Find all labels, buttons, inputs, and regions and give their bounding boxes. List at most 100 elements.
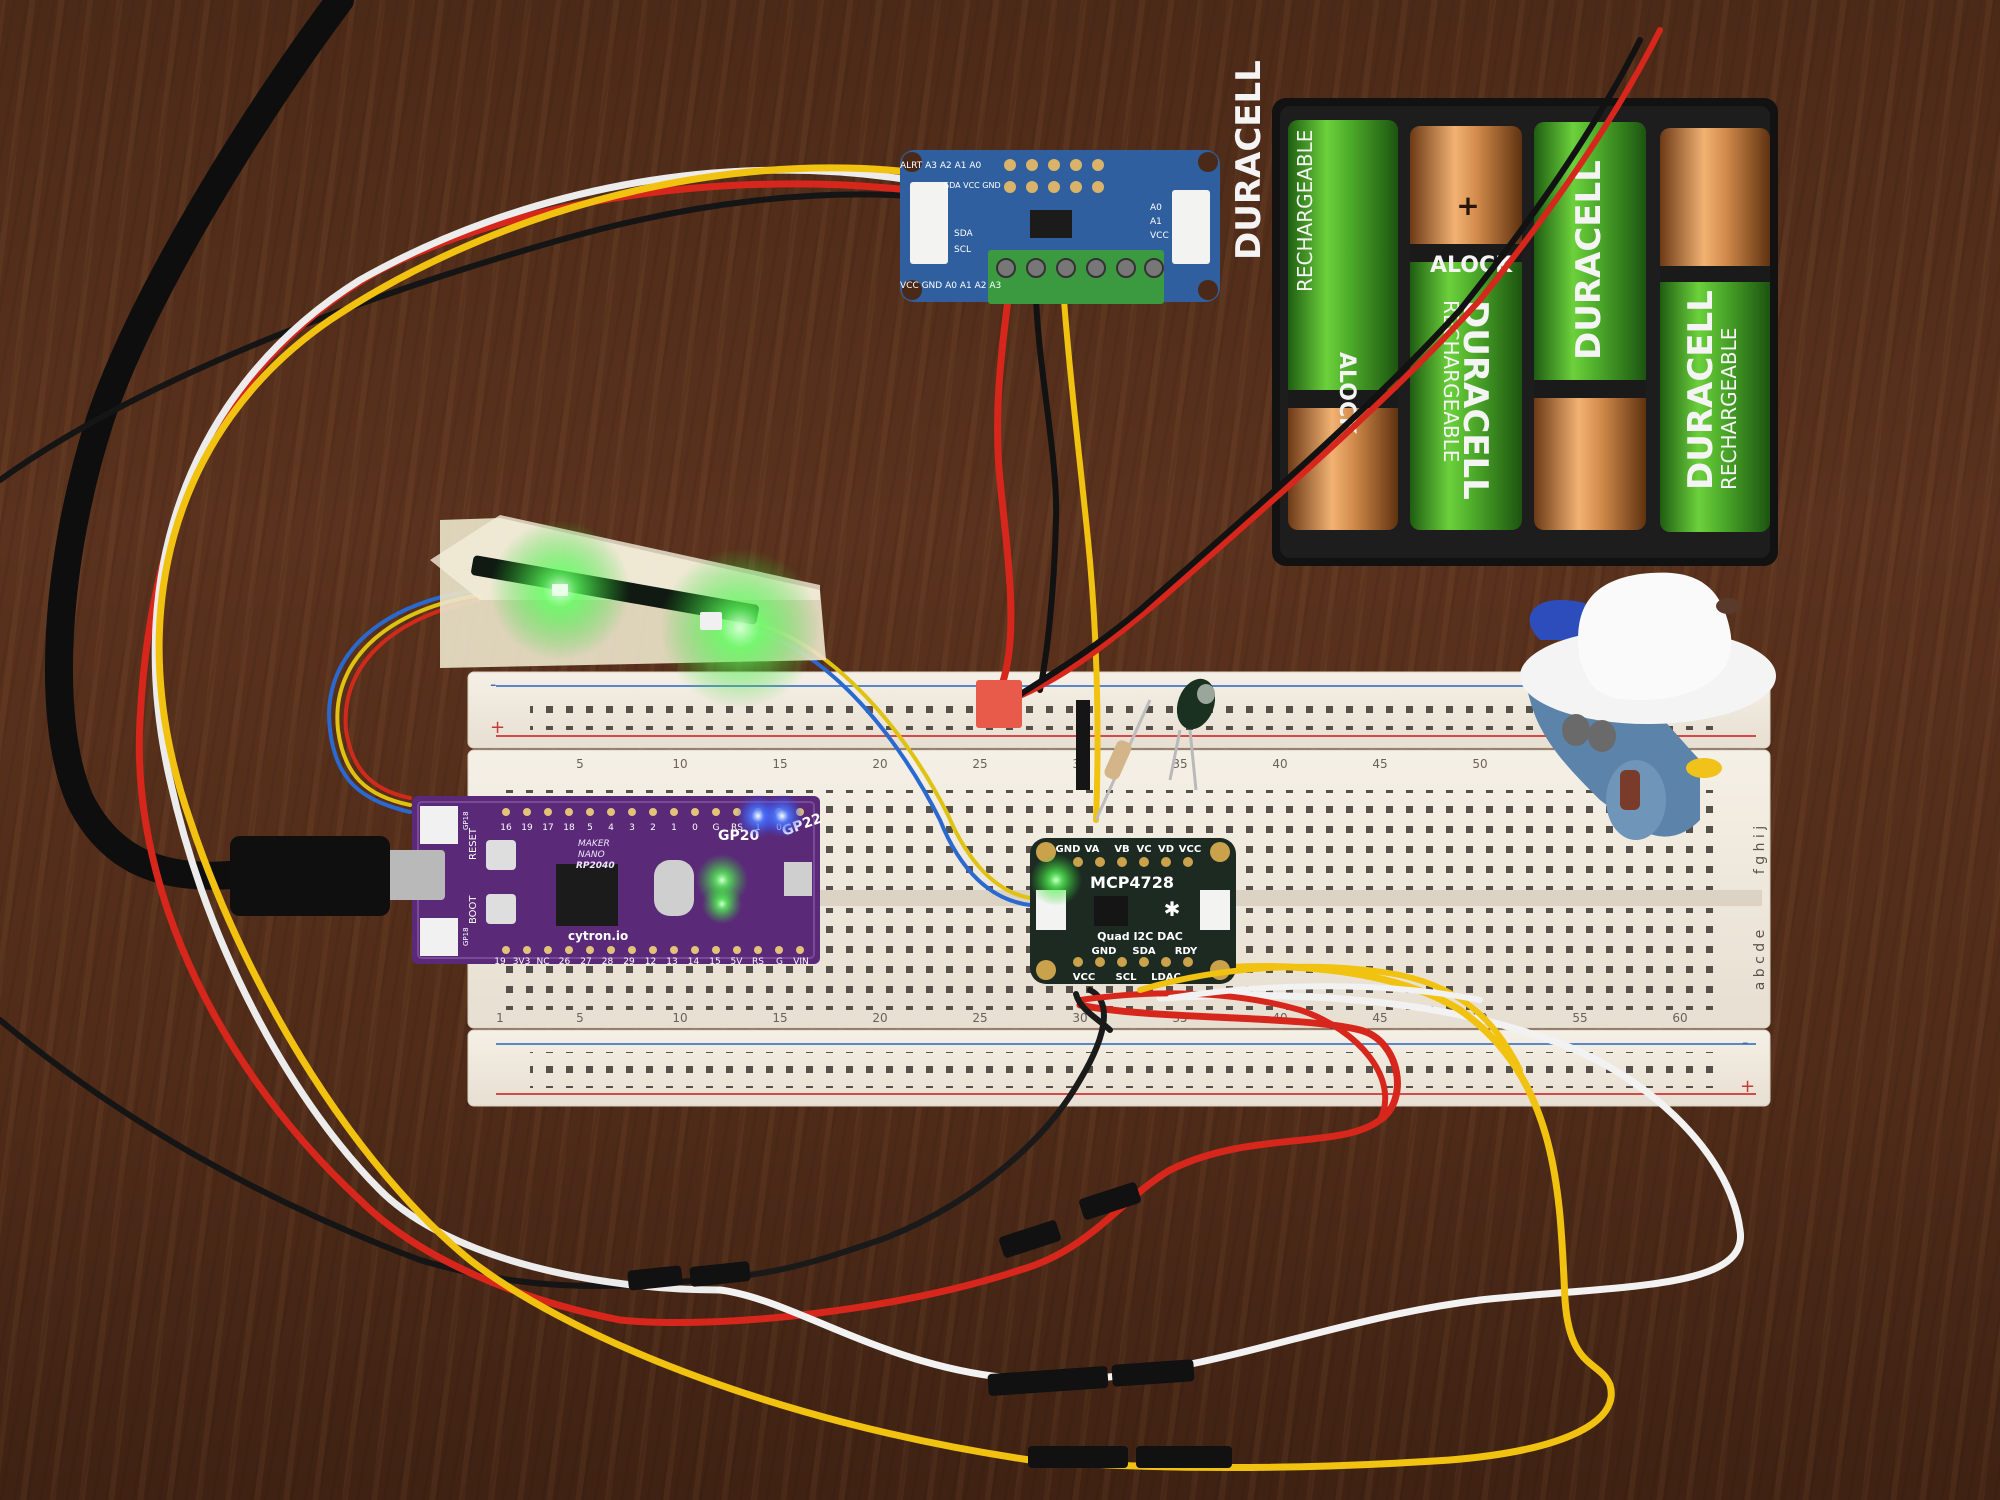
resistor <box>1094 699 1152 821</box>
pin-hole <box>565 946 573 954</box>
dac-top-pin: VD <box>1158 844 1174 855</box>
adc-right-label-vcc: VCC <box>1150 231 1169 241</box>
battery-3: DURACELL <box>1534 122 1646 530</box>
adc-grove-right[interactable] <box>1172 190 1210 264</box>
row-letters-top: f g h i j <box>1752 826 1768 874</box>
nano-top-pin-label: 3 <box>629 823 635 833</box>
rail-plus-bottom: + <box>1740 1076 1755 1097</box>
adc-top-labels: ALRT A3 A2 A1 A0 <box>900 161 982 171</box>
breadboard-number: 20 <box>872 757 887 771</box>
battery-brand-text-2: DURACELL <box>1455 300 1495 500</box>
pin-hole <box>544 946 552 954</box>
battery-2: + ALOCK DURACELL RECHARGEABLE <box>1410 126 1522 530</box>
breadboard-number: 15 <box>772 757 787 771</box>
nano-top-pin-label: G <box>713 823 720 833</box>
pin-hole <box>628 946 636 954</box>
nano-bottom-pin-label: 29 <box>623 957 635 967</box>
dac-bottom-pin: RDY <box>1175 946 1198 957</box>
maker-nano-rp2040-board: MAKER NANO RP2040 GP20 GP22 RESET BOOT G… <box>230 794 824 967</box>
breadboard-number: 1 <box>496 1011 504 1025</box>
rail-minus-bottom: - <box>1742 1032 1749 1053</box>
dac-bottom-pin: GND <box>1092 946 1117 957</box>
adc-terminal-block[interactable] <box>988 250 1164 304</box>
dac-bottom-pin-2: LDAC <box>1151 972 1181 983</box>
nano-bottom-pin-label: 19 <box>494 957 506 967</box>
adc-bottom-labels: VCC GND A0 A1 A2 A3 <box>900 281 1001 291</box>
pin-hole <box>649 946 657 954</box>
dac-bottom-pin: SDA <box>1132 946 1156 957</box>
nano-top-pin-label: 0 <box>692 823 698 833</box>
adc-right-label-a1: A1 <box>1150 217 1162 227</box>
breadboard-number: 25 <box>972 1011 987 1025</box>
usb-port[interactable] <box>385 850 445 900</box>
nano-top-pin-label: 4 <box>608 823 614 833</box>
row-letters-bottom: a b c d e <box>1752 930 1768 990</box>
pin-hole <box>796 946 804 954</box>
adc-left-label-sda: SDA <box>954 229 973 239</box>
capacitor <box>1168 678 1216 791</box>
dac-stemma-right[interactable] <box>1200 890 1230 930</box>
star-icon: ✱ <box>1164 897 1181 921</box>
dac-top-pin: VA <box>1085 844 1100 855</box>
pin-hole <box>691 946 699 954</box>
pin-hole <box>607 946 615 954</box>
pin-hole <box>523 946 531 954</box>
dac-wires <box>1073 963 1523 1123</box>
red-wire-connector <box>976 680 1022 728</box>
nano-title-2: NANO <box>578 850 605 860</box>
breadboard-number: 10 <box>672 1011 687 1025</box>
dac-top-pin: GND <box>1056 844 1081 855</box>
dac-bottom-pin-labels: GND SDA RDY <box>1092 946 1198 957</box>
gpio-left-top: GP18 <box>462 811 470 830</box>
battery-sub-text-4: RECHARGEABLE <box>1717 328 1741 490</box>
rail-plus-top: + <box>490 717 505 738</box>
led-strip <box>430 515 826 708</box>
dac-top-pin: VB <box>1114 844 1129 855</box>
nano-bottom-pin-label: 3V3 <box>513 957 531 967</box>
led-strip-glow-2 <box>660 548 820 708</box>
breadboard-number: 50 <box>1472 757 1487 771</box>
battery-brand-text: DURACELL <box>1229 60 1269 260</box>
jumper-connectors <box>627 1182 1232 1468</box>
dac-subtitle: Quad I2C DAC <box>1097 930 1183 943</box>
dac-power-led <box>1030 854 1082 906</box>
pin-hole <box>712 808 720 816</box>
battery-brand-text-4: DURACELL <box>1681 290 1721 490</box>
nano-bottom-pin-label: NC <box>536 957 549 967</box>
pin-hole <box>586 808 594 816</box>
boot-label: BOOT <box>468 895 479 924</box>
pin-hole <box>712 946 720 954</box>
reset-label: RESET <box>468 827 479 860</box>
blue-led-2 <box>760 794 804 838</box>
breadboard-number: 30 <box>1072 1011 1087 1025</box>
adc-grove-left[interactable] <box>910 182 948 264</box>
breadboard-number: 5 <box>576 1011 584 1025</box>
pin-hole <box>670 946 678 954</box>
dac-chip <box>1094 896 1128 926</box>
reset-button[interactable] <box>486 840 516 870</box>
jumper-pin-header <box>1076 700 1090 790</box>
adc-left-label-scl: SCL <box>954 245 971 255</box>
boot-button[interactable] <box>486 894 516 924</box>
dac-bottom-pin-2: SCL <box>1116 972 1138 983</box>
figurine <box>1520 572 1776 840</box>
dac-title: MCP4728 <box>1090 873 1174 892</box>
adc-board: ALRT A3 A2 A1 A0 SDA VCC GND SCL SDA A0 … <box>900 150 1220 304</box>
rail-minus-top: - <box>490 674 497 695</box>
battery-brand-text-3: DURACELL <box>1569 160 1609 360</box>
battery-4: DURACELL RECHARGEABLE <box>1660 128 1770 532</box>
battery-sub-text: RECHARGEABLE <box>1293 130 1317 292</box>
nano-top-pin-label: 19 <box>521 823 533 833</box>
nano-bottom-pin-label: 13 <box>666 957 677 967</box>
rp2040-chip <box>556 864 618 926</box>
nano-bottom-pin-label: 27 <box>580 957 591 967</box>
breadboard-number: 60 <box>1672 1011 1687 1025</box>
adc-chip <box>1030 210 1072 238</box>
pin-hole <box>502 808 510 816</box>
usb-plug <box>230 836 390 916</box>
pin-hole <box>544 808 552 816</box>
